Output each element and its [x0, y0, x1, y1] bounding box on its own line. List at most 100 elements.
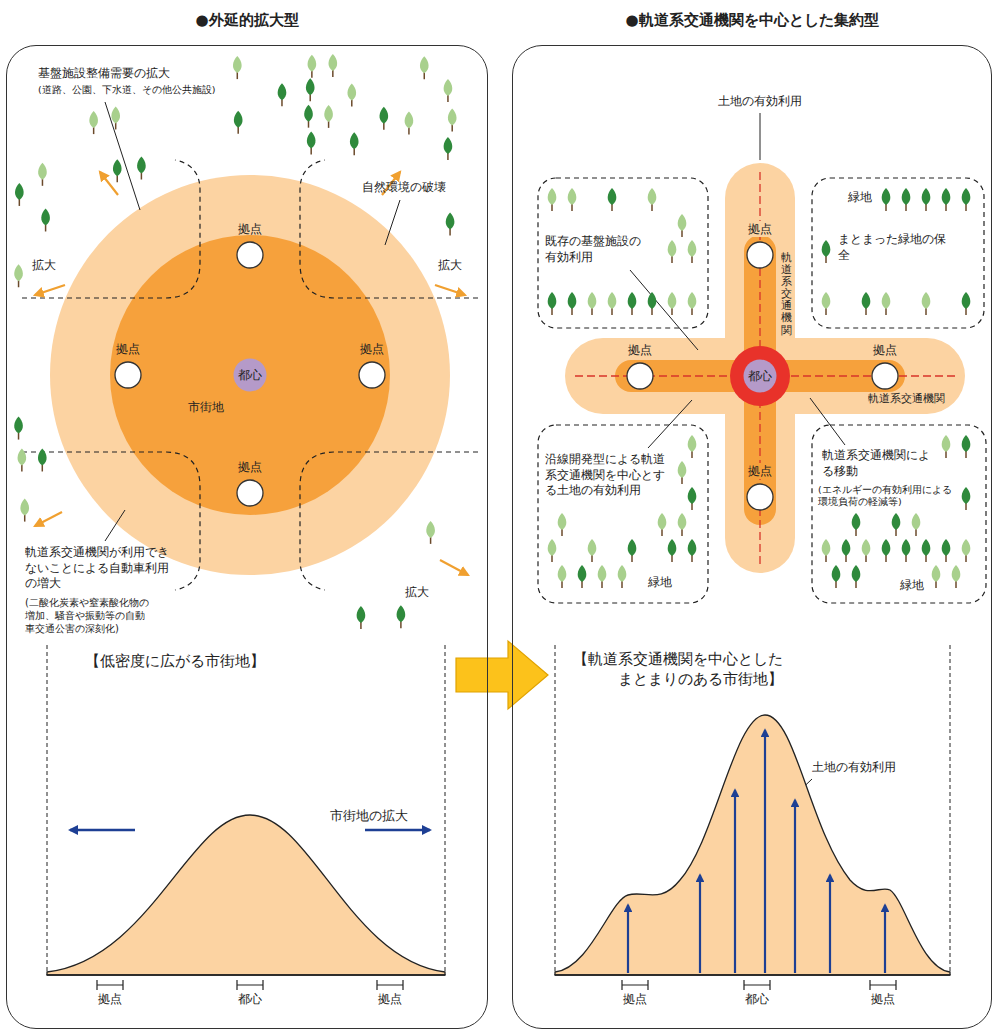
tree-crown [688, 292, 697, 309]
callout-label: 緑地 [648, 575, 672, 591]
tree-trunk [430, 537, 432, 544]
tree [912, 513, 921, 536]
tree-trunk [237, 72, 239, 79]
leader-line [760, 113, 761, 160]
hub-shape [236, 241, 264, 269]
callout-label: 【低密度に広がる市街地】 [85, 652, 265, 672]
intensify-arrow [884, 905, 886, 973]
tree-trunk [935, 581, 937, 588]
tree [962, 435, 971, 458]
tree-trunk [424, 72, 426, 79]
hub-fill [237, 242, 263, 268]
tree-crown [962, 188, 971, 205]
tree-crown [922, 292, 931, 309]
tree-crown [882, 188, 891, 205]
tree-crown [608, 292, 617, 309]
tree-trunk [42, 464, 44, 471]
axis-bracket [237, 980, 263, 990]
callout-label: 軌道系交通機関が利用できないことによる自動車利用の増大 [25, 545, 175, 592]
tree-crown [862, 539, 871, 556]
tree [668, 539, 677, 562]
guide-line [950, 645, 951, 975]
tree [588, 292, 597, 315]
tree [822, 240, 831, 263]
tree-crown [233, 56, 242, 73]
tree-trunk [691, 555, 693, 562]
callout-label: 都心 [745, 992, 769, 1008]
tree-trunk [855, 581, 857, 588]
tree [548, 188, 557, 211]
tree-trunk [351, 100, 353, 107]
tree [952, 565, 961, 588]
tree-crown [426, 521, 435, 538]
spread-arrow [70, 829, 135, 832]
tree-crown [608, 188, 617, 205]
leader-line [648, 400, 692, 448]
tree-crown [38, 448, 47, 465]
green-zone [538, 178, 708, 328]
hub-shape [746, 241, 774, 269]
tree-crown [347, 84, 356, 101]
tree-trunk [561, 529, 563, 536]
tree-trunk [895, 529, 897, 536]
hub-label: 拠点 [873, 342, 897, 358]
tree-trunk [18, 280, 20, 287]
tree [306, 78, 315, 101]
tree-trunk [885, 555, 887, 562]
tree [852, 565, 861, 588]
tree-crown [628, 539, 637, 556]
tree-crown [548, 539, 557, 556]
hub-circle: 拠点 [235, 459, 265, 507]
hub-shape [358, 361, 386, 389]
tree [922, 188, 931, 211]
expansion-arrow [35, 512, 62, 526]
tree-trunk [332, 70, 334, 77]
tree [668, 292, 677, 315]
callout-label: 基盤施設整備需要の拡大 [38, 66, 170, 82]
tree-crown [588, 292, 597, 309]
tree-trunk [955, 581, 957, 588]
tree [628, 539, 637, 562]
tree-crown [962, 435, 971, 452]
tree [962, 539, 971, 562]
tree-trunk [965, 308, 967, 315]
tree [568, 188, 577, 211]
tree [324, 105, 333, 128]
hub-fill [237, 480, 263, 506]
tree-crown [568, 188, 577, 205]
tree [307, 132, 316, 155]
tree-trunk [571, 204, 573, 211]
tree-crown [962, 292, 971, 309]
tree-crown [308, 55, 317, 72]
tree-crown [852, 513, 861, 530]
tree [882, 539, 891, 562]
tree-trunk [945, 451, 947, 458]
tree-trunk [24, 515, 26, 522]
tree [832, 565, 841, 588]
tree [962, 487, 971, 510]
density-curve [555, 715, 950, 975]
center-label: 都心 [748, 368, 772, 384]
tree-crown [446, 213, 455, 230]
tree-trunk [328, 121, 330, 128]
tree-trunk [116, 175, 118, 182]
tree-group [14, 54, 970, 629]
leader-line [630, 270, 698, 350]
tree [608, 188, 617, 211]
tree [842, 539, 851, 562]
corridor-band [565, 338, 965, 414]
tree-trunk [551, 308, 553, 315]
tree-crown [648, 292, 657, 309]
tree [608, 292, 617, 315]
transition-arrow [456, 641, 548, 709]
callout-label: 都心 [238, 992, 262, 1008]
hub-shape [114, 361, 142, 389]
tree-trunk [408, 127, 410, 134]
tree [357, 606, 366, 629]
tree [448, 109, 457, 132]
tree-trunk [591, 555, 593, 562]
tree-crown [932, 565, 941, 582]
tree-crown [628, 292, 637, 309]
intensify-arrow [829, 875, 831, 973]
